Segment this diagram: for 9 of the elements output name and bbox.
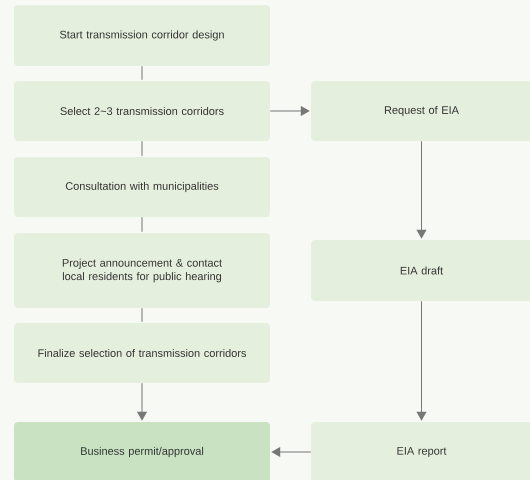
process-box: Select 2~3 transmission corridors [14,81,270,141]
process-box: Start transmission corridor design [14,5,270,66]
process-box: EIA report [311,422,530,480]
process-box: Consultation with municipalities [14,157,270,217]
process-box: Business permit/approval [14,422,270,480]
process-box: Request of EIA [311,81,530,141]
process-box: EIA draft [311,240,530,301]
process-box: Project announcement & contact local residents for public hearing [14,233,270,308]
process-box: Finalize selection of transmission corridors [14,323,270,383]
